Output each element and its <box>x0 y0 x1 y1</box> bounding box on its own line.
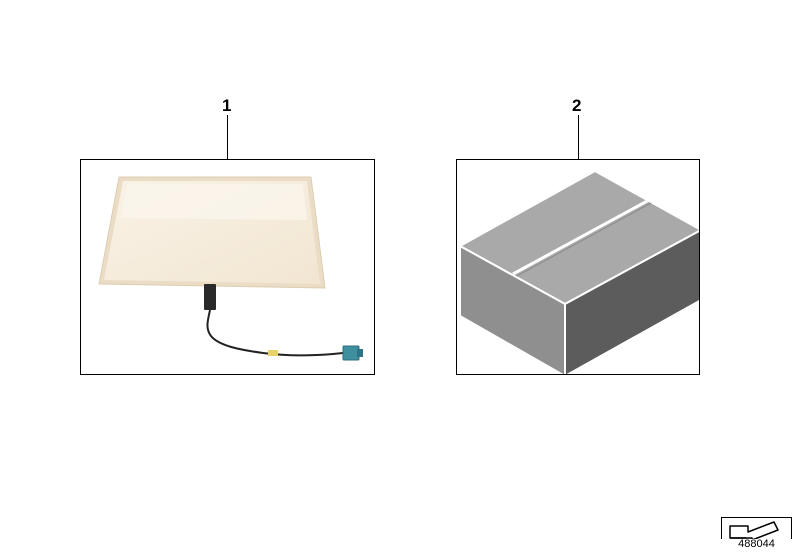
corner-arrow-icon <box>729 521 779 541</box>
box-flap-seam-shadow <box>514 202 652 278</box>
catalog-number: 488044 <box>721 539 792 550</box>
connection-cable <box>206 309 344 357</box>
box-left-face <box>459 245 566 374</box>
box-flap-seam <box>512 198 650 276</box>
part-frame-2[interactable] <box>456 159 700 375</box>
heating-pad-illustration <box>98 176 363 361</box>
cable-connector <box>342 345 360 361</box>
callout-number-2: 2 <box>572 96 582 115</box>
part-frame-1[interactable] <box>80 159 375 375</box>
leader-line-1 <box>227 115 228 160</box>
cable-marker-band <box>268 350 278 356</box>
cable-connector-plug <box>357 349 363 357</box>
box-right-face <box>564 229 699 374</box>
callout-number-1: 1 <box>222 96 232 115</box>
leader-line-2 <box>578 115 579 160</box>
heating-pad-sheen <box>121 184 307 220</box>
pad-connector-tab <box>204 284 216 310</box>
parts-box-illustration <box>459 170 699 374</box>
